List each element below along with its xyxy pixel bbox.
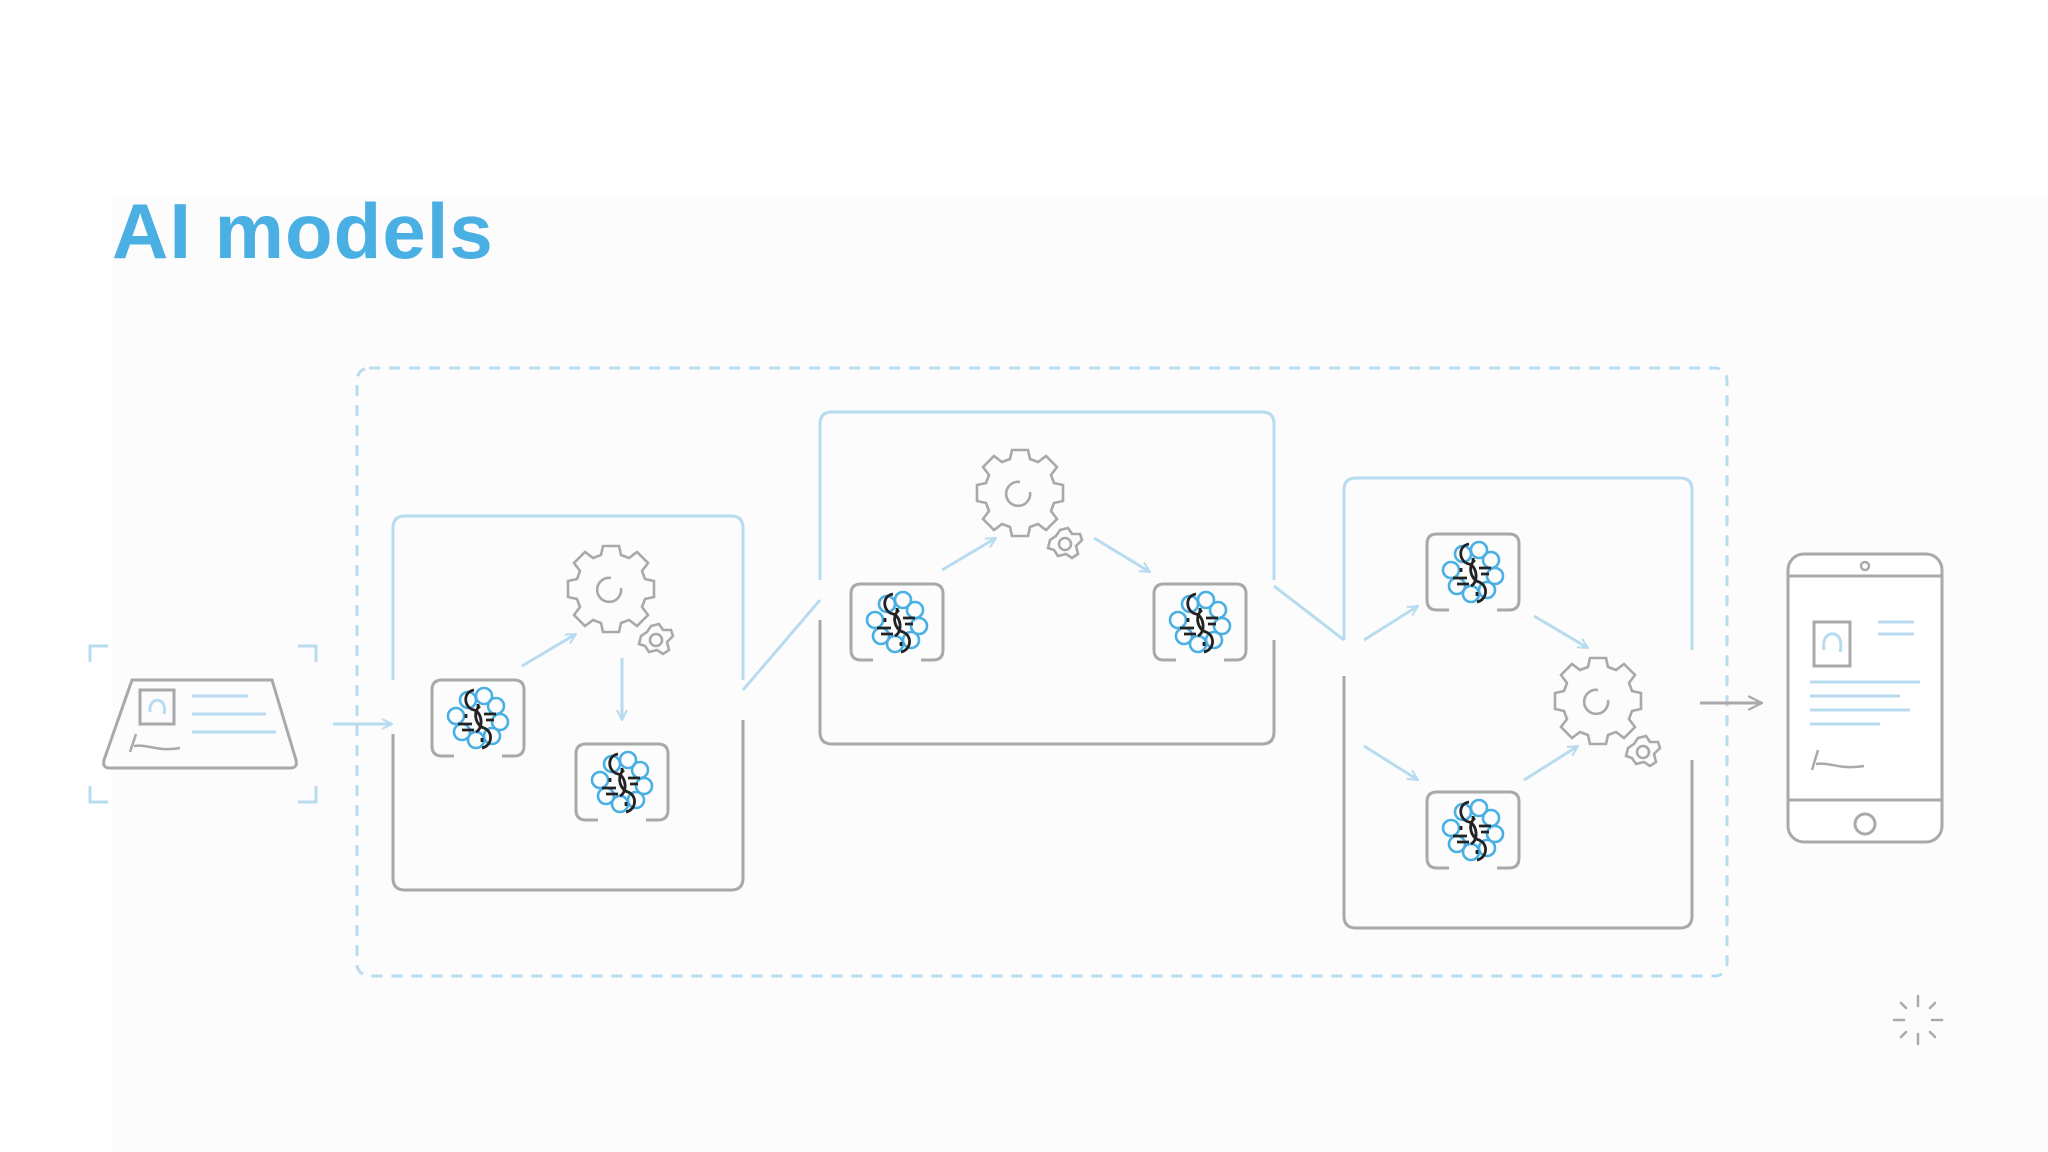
gear-icon [566,544,675,656]
ai-model-icon [574,742,670,822]
ai-model-icon [849,582,945,662]
id-card-icon [88,644,318,804]
ai-model-icon [1425,532,1521,612]
stage-1 [391,514,745,892]
connector [741,599,822,691]
stage-3 [1342,476,1694,930]
mobile-phone-icon [1786,552,1944,844]
content-panel [112,195,2048,1152]
slide-title: AI models [112,187,494,275]
ai-model-icon [1425,790,1521,870]
ai-model-icon [1152,582,1248,662]
stage-2 [818,410,1276,746]
connector [1273,584,1345,642]
loading-spinner-icon [1892,994,1944,1046]
pipeline-boundary [355,366,1729,978]
ai-model-icon [430,678,526,758]
gear-icon [975,448,1084,560]
